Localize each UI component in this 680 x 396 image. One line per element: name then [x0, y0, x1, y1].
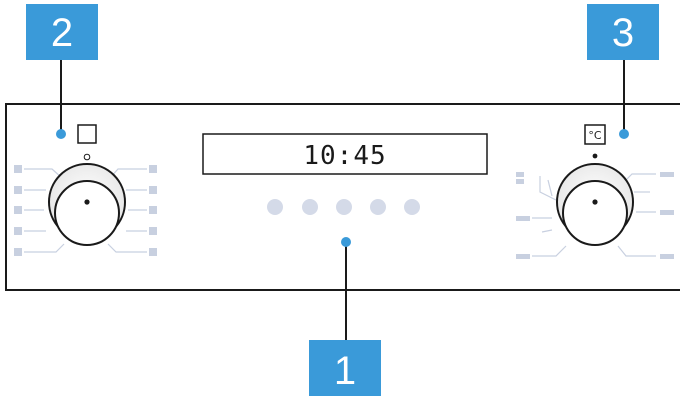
temperature-unit-label: °C — [588, 129, 602, 142]
off-position-icon — [84, 154, 90, 160]
touch-button-4[interactable] — [370, 199, 386, 215]
touch-button-3[interactable] — [336, 199, 352, 215]
touch-button-2[interactable] — [302, 199, 318, 215]
scale-marker — [149, 186, 157, 194]
callout-3-number: 3 — [612, 11, 634, 55]
scale-marker — [660, 172, 674, 177]
scale-marker — [14, 206, 22, 214]
square-icon — [78, 125, 96, 143]
scale-marker — [14, 186, 22, 194]
scale-marker — [14, 248, 22, 256]
touch-button-5[interactable] — [404, 199, 420, 215]
knob-indicator-dot — [592, 199, 597, 204]
scale-marker — [516, 172, 524, 177]
scale-marker — [14, 165, 22, 173]
scale-marker — [149, 248, 157, 256]
callout-2-number: 2 — [51, 11, 73, 55]
scale-marker — [516, 254, 530, 259]
scale-marker — [516, 216, 530, 221]
scale-marker — [149, 165, 157, 173]
knob-indicator-dot — [84, 199, 89, 204]
scale-marker — [516, 179, 524, 184]
touch-button-1[interactable] — [267, 199, 283, 215]
callout-1-number: 1 — [334, 349, 356, 393]
knob-position-dot — [593, 154, 598, 159]
display-time: 10:45 — [303, 141, 386, 171]
scale-marker — [149, 206, 157, 214]
scale-marker — [149, 227, 157, 235]
scale-marker — [660, 210, 674, 215]
scale-marker — [660, 254, 674, 259]
scale-marker — [14, 227, 22, 235]
